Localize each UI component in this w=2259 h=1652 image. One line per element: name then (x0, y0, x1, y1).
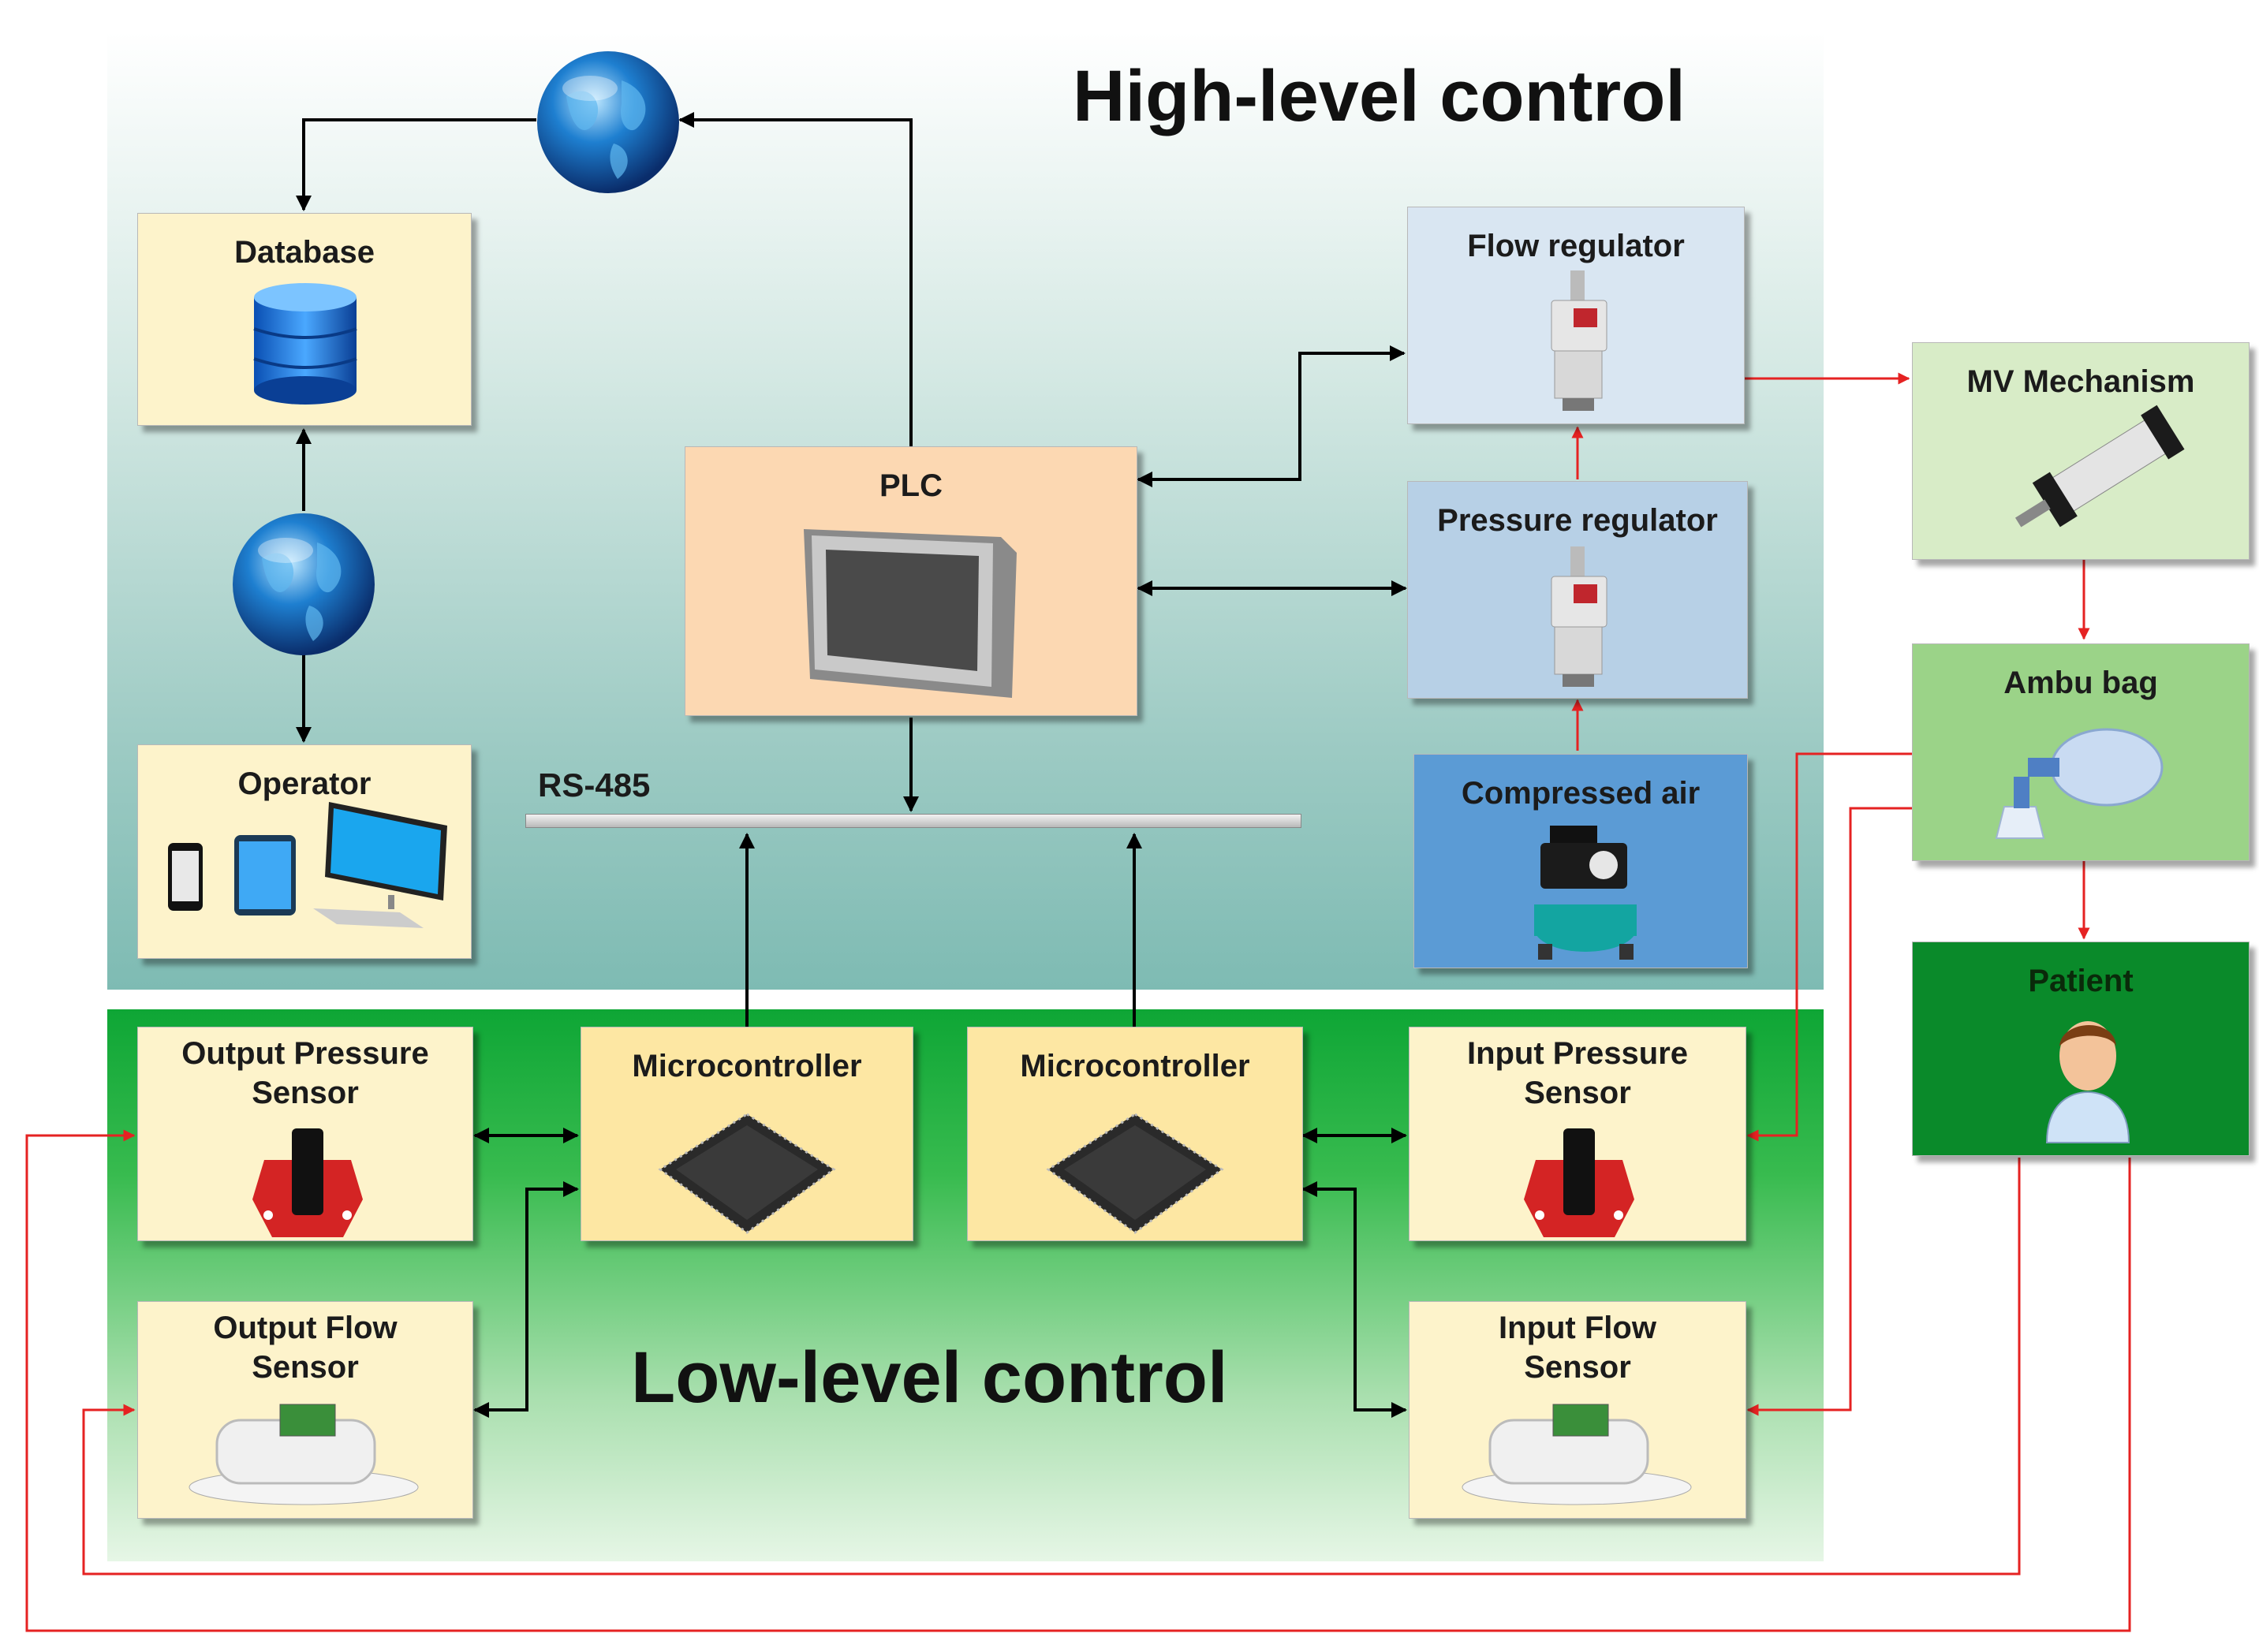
mv-mechanism-label: MV Mechanism (1966, 364, 2195, 399)
input-pressure-sensor-label: Input Pressure Sensor (1466, 1036, 1689, 1110)
pressure-regulator-label: Pressure regulator (1437, 503, 1718, 538)
flow-sensor-icon (189, 1404, 419, 1505)
database-icon (253, 283, 357, 405)
rs485-bus (525, 814, 1301, 828)
flow-sensor-icon (1462, 1404, 1692, 1505)
input-flow-sensor-box: Input Flow Sensor (1409, 1301, 1746, 1519)
regulator-valve-icon (1551, 546, 1607, 687)
arrow-output-flow-micro (473, 1181, 579, 1418)
ambu-bag-label: Ambu bag (2003, 666, 2158, 700)
internet-globe-icon (537, 51, 679, 193)
input-flow-sensor-label: Input Flow Sensor (1499, 1311, 1656, 1385)
smartphone-icon (168, 843, 203, 911)
plc-touch-panel-icon (804, 529, 1017, 698)
output-flow-sensor-label: Output Flow Sensor (213, 1311, 398, 1385)
rs485-label: RS-485 (538, 766, 651, 804)
internet-globe-icon-2 (233, 513, 375, 655)
microcontroller-chip-icon (658, 1113, 836, 1234)
arrow-patient-to-output-pressure (25, 1129, 2131, 1632)
air-compressor-icon (1534, 826, 1637, 960)
microcontroller-chip-icon (1046, 1113, 1224, 1234)
high-level-control-title: High-level control (1073, 56, 1686, 136)
database-label: Database (234, 235, 375, 270)
tablet-icon (234, 835, 296, 915)
flow-regulator-box: Flow regulator (1407, 207, 1745, 424)
output-flow-sensor-box: Output Flow Sensor (137, 1301, 473, 1519)
pressure-regulator-box: Pressure regulator (1407, 481, 1748, 699)
compressed-air-box: Compressed air (1413, 754, 1748, 968)
microcontroller-right-label: Microcontroller (1020, 1049, 1250, 1083)
arrow-plc-to-internet (678, 112, 913, 446)
patient-box: Patient (1912, 942, 2250, 1156)
pressure-sensor-icon (252, 1128, 363, 1237)
mv-mechanism-box: MV Mechanism (1912, 342, 2250, 560)
compressed-air-label: Compressed air (1461, 776, 1701, 811)
arrow-micro-input-flow (1301, 1181, 1407, 1418)
arrow-patient-to-output-flow (82, 1158, 2021, 1576)
pressure-sensor-icon (1524, 1128, 1634, 1237)
flow-regulator-label: Flow regulator (1467, 229, 1685, 263)
arrow-ambu-to-input-pressure (1746, 752, 1912, 1142)
arrow-plc-flow-regulator (1137, 345, 1406, 487)
low-level-control-title: Low-level control (631, 1337, 1228, 1418)
regulator-valve-icon (1551, 270, 1607, 411)
operator-box: Operator (137, 744, 472, 959)
ambu-bag-icon (1995, 728, 2164, 839)
plc-label: PLC (879, 468, 943, 503)
computer-icon (313, 802, 447, 928)
output-pressure-sensor-label: Output Pressure Sensor (181, 1036, 429, 1110)
microcontroller-left-box: Microcontroller (581, 1027, 913, 1241)
operator-label: Operator (237, 766, 372, 801)
patient-avatar-icon (2045, 1021, 2130, 1143)
pneumatic-cylinder-icon (2014, 405, 2185, 528)
patient-label: Patient (2028, 964, 2134, 998)
input-pressure-sensor-box: Input Pressure Sensor (1409, 1027, 1746, 1241)
arrow-ambu-to-input-flow (1746, 807, 1912, 1416)
database-box: Database (137, 213, 472, 426)
microcontroller-right-box: Microcontroller (967, 1027, 1303, 1241)
arrow-internet-to-database (296, 118, 536, 211)
ambu-bag-box: Ambu bag (1912, 643, 2250, 861)
output-pressure-sensor-box: Output Pressure Sensor (137, 1027, 473, 1241)
plc-box: PLC (685, 446, 1137, 716)
microcontroller-left-label: Microcontroller (632, 1049, 862, 1083)
